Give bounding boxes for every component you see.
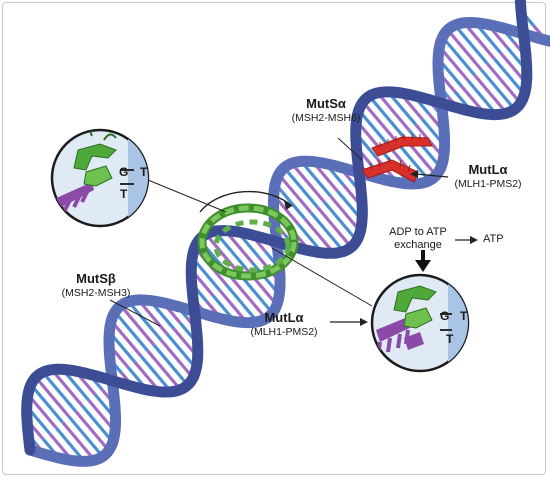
base-pair-rung — [361, 100, 398, 143]
mutsb-label: MutSβ (MSH2-MSH3) — [46, 271, 146, 299]
base-pair-rung — [139, 355, 173, 393]
base-pair-rung — [329, 195, 362, 233]
rotation-arrow-icon — [199, 190, 293, 213]
base-pair-rung — [316, 206, 353, 249]
mutla-protein-icon — [361, 134, 433, 183]
base-pair-rung — [113, 310, 149, 352]
inset-top-base-t-bottom: T — [120, 187, 128, 201]
exchange-line2: exchange — [394, 239, 442, 252]
base-pair-rung — [322, 200, 359, 242]
connector-line-bottom-inset — [271, 247, 373, 307]
exchange-right-arrowhead-icon — [470, 236, 478, 244]
base-pair-rung — [224, 283, 259, 323]
inset-bottom-base-t-right: T — [460, 309, 468, 323]
mutsa-label: MutSα (MSH2-MSH6) — [276, 96, 376, 124]
base-pair-rung — [376, 91, 411, 132]
base-pair-rung — [166, 333, 198, 370]
mutla-bottom-label: MutLα (MLH1-PMS2) — [234, 310, 334, 338]
base-pair-rung — [274, 182, 306, 220]
mutla-top-label: MutLα (MLH1-PMS2) — [438, 162, 538, 190]
base-pair-rung — [67, 415, 104, 458]
base-pair-rung — [231, 278, 268, 320]
mutsa-pointer — [337, 137, 363, 161]
base-pair-rung — [407, 129, 443, 169]
exchange-label: ADP to ATP exchange — [378, 226, 458, 252]
base-pair-rung — [473, 74, 508, 115]
base-pair-rung — [204, 233, 241, 275]
base-pair-rung — [41, 371, 78, 413]
base-pair-rung — [453, 24, 489, 66]
mutla-bottom-arrowhead-icon — [360, 318, 368, 326]
mutsa-name: MutSα — [306, 96, 346, 111]
base-pair-rung — [282, 166, 319, 209]
base-pair-rung — [441, 36, 476, 77]
base-pair-rung — [81, 404, 115, 444]
mutsb-name: MutSβ — [76, 271, 116, 286]
base-pair-rung — [61, 421, 96, 462]
mutla-bottom-complex: (MLH1-PMS2) — [250, 325, 318, 338]
base-pair-rung — [479, 68, 516, 111]
mutla-top-name: MutLα — [468, 162, 508, 177]
base-pair-rung — [127, 300, 163, 341]
inset-top-base-t-right: T — [140, 165, 148, 179]
base-pair-rung — [446, 28, 483, 71]
mutsb-sliding-clamp — [197, 203, 299, 281]
connector-line-top-inset — [147, 179, 227, 213]
base-pair-rung — [368, 95, 404, 137]
rotation-arrowhead-icon — [284, 200, 292, 210]
base-pair-rung — [309, 211, 345, 253]
atp-label: ATP — [483, 233, 504, 245]
mutsb-complex: (MSH2-MSH3) — [61, 286, 131, 299]
base-pair-rung — [34, 376, 71, 418]
base-pair-rung — [109, 319, 143, 358]
inset-bottom-base-g: G — [440, 309, 449, 323]
base-pair-rung — [394, 140, 431, 182]
exchange-down-arrowhead-icon — [415, 260, 431, 272]
inset-bottom-base-t-bottom: T — [446, 332, 454, 346]
base-pair-rung — [462, 21, 496, 60]
mutla-top-arrowhead-icon — [410, 170, 418, 178]
mutsb-pointer — [109, 299, 161, 327]
mutla-top-pointer — [415, 173, 449, 178]
base-pair-rung — [438, 45, 470, 82]
mutsa-complex: (MSH2-MSH6) — [291, 111, 361, 124]
base-pair-rung — [466, 79, 498, 116]
base-pair-rung — [152, 344, 189, 387]
figure-border — [2, 2, 546, 475]
base-pair-rung — [137, 298, 169, 336]
base-pair-rung — [486, 63, 522, 105]
base-pair-rung — [74, 410, 111, 452]
base-pair-rung — [492, 57, 526, 96]
mismatch-inset-top: G T T — [50, 128, 150, 228]
base-pair-rung — [303, 217, 336, 255]
dna-base-pairs — [25, 9, 548, 463]
base-pair-rung — [299, 160, 333, 198]
base-pair-rung — [119, 304, 156, 347]
base-pair-rung — [357, 109, 391, 148]
mismatch-inset-bottom: G T T — [370, 273, 470, 373]
base-pair-rung — [50, 368, 84, 407]
base-pair-rung — [159, 338, 195, 379]
mutla-top-complex: (MLH1-PMS2) — [454, 177, 522, 190]
mutla-bottom-name: MutLα — [264, 310, 304, 325]
inset-top-base-g: G — [119, 165, 128, 179]
base-pair-rung — [146, 349, 182, 391]
base-pair-rung — [29, 383, 64, 424]
base-pair-rung — [277, 173, 313, 214]
base-pair-rung — [290, 162, 326, 203]
dna-strand-a — [24, 16, 550, 467]
exchange-line1: ADP to ATP — [389, 226, 447, 238]
